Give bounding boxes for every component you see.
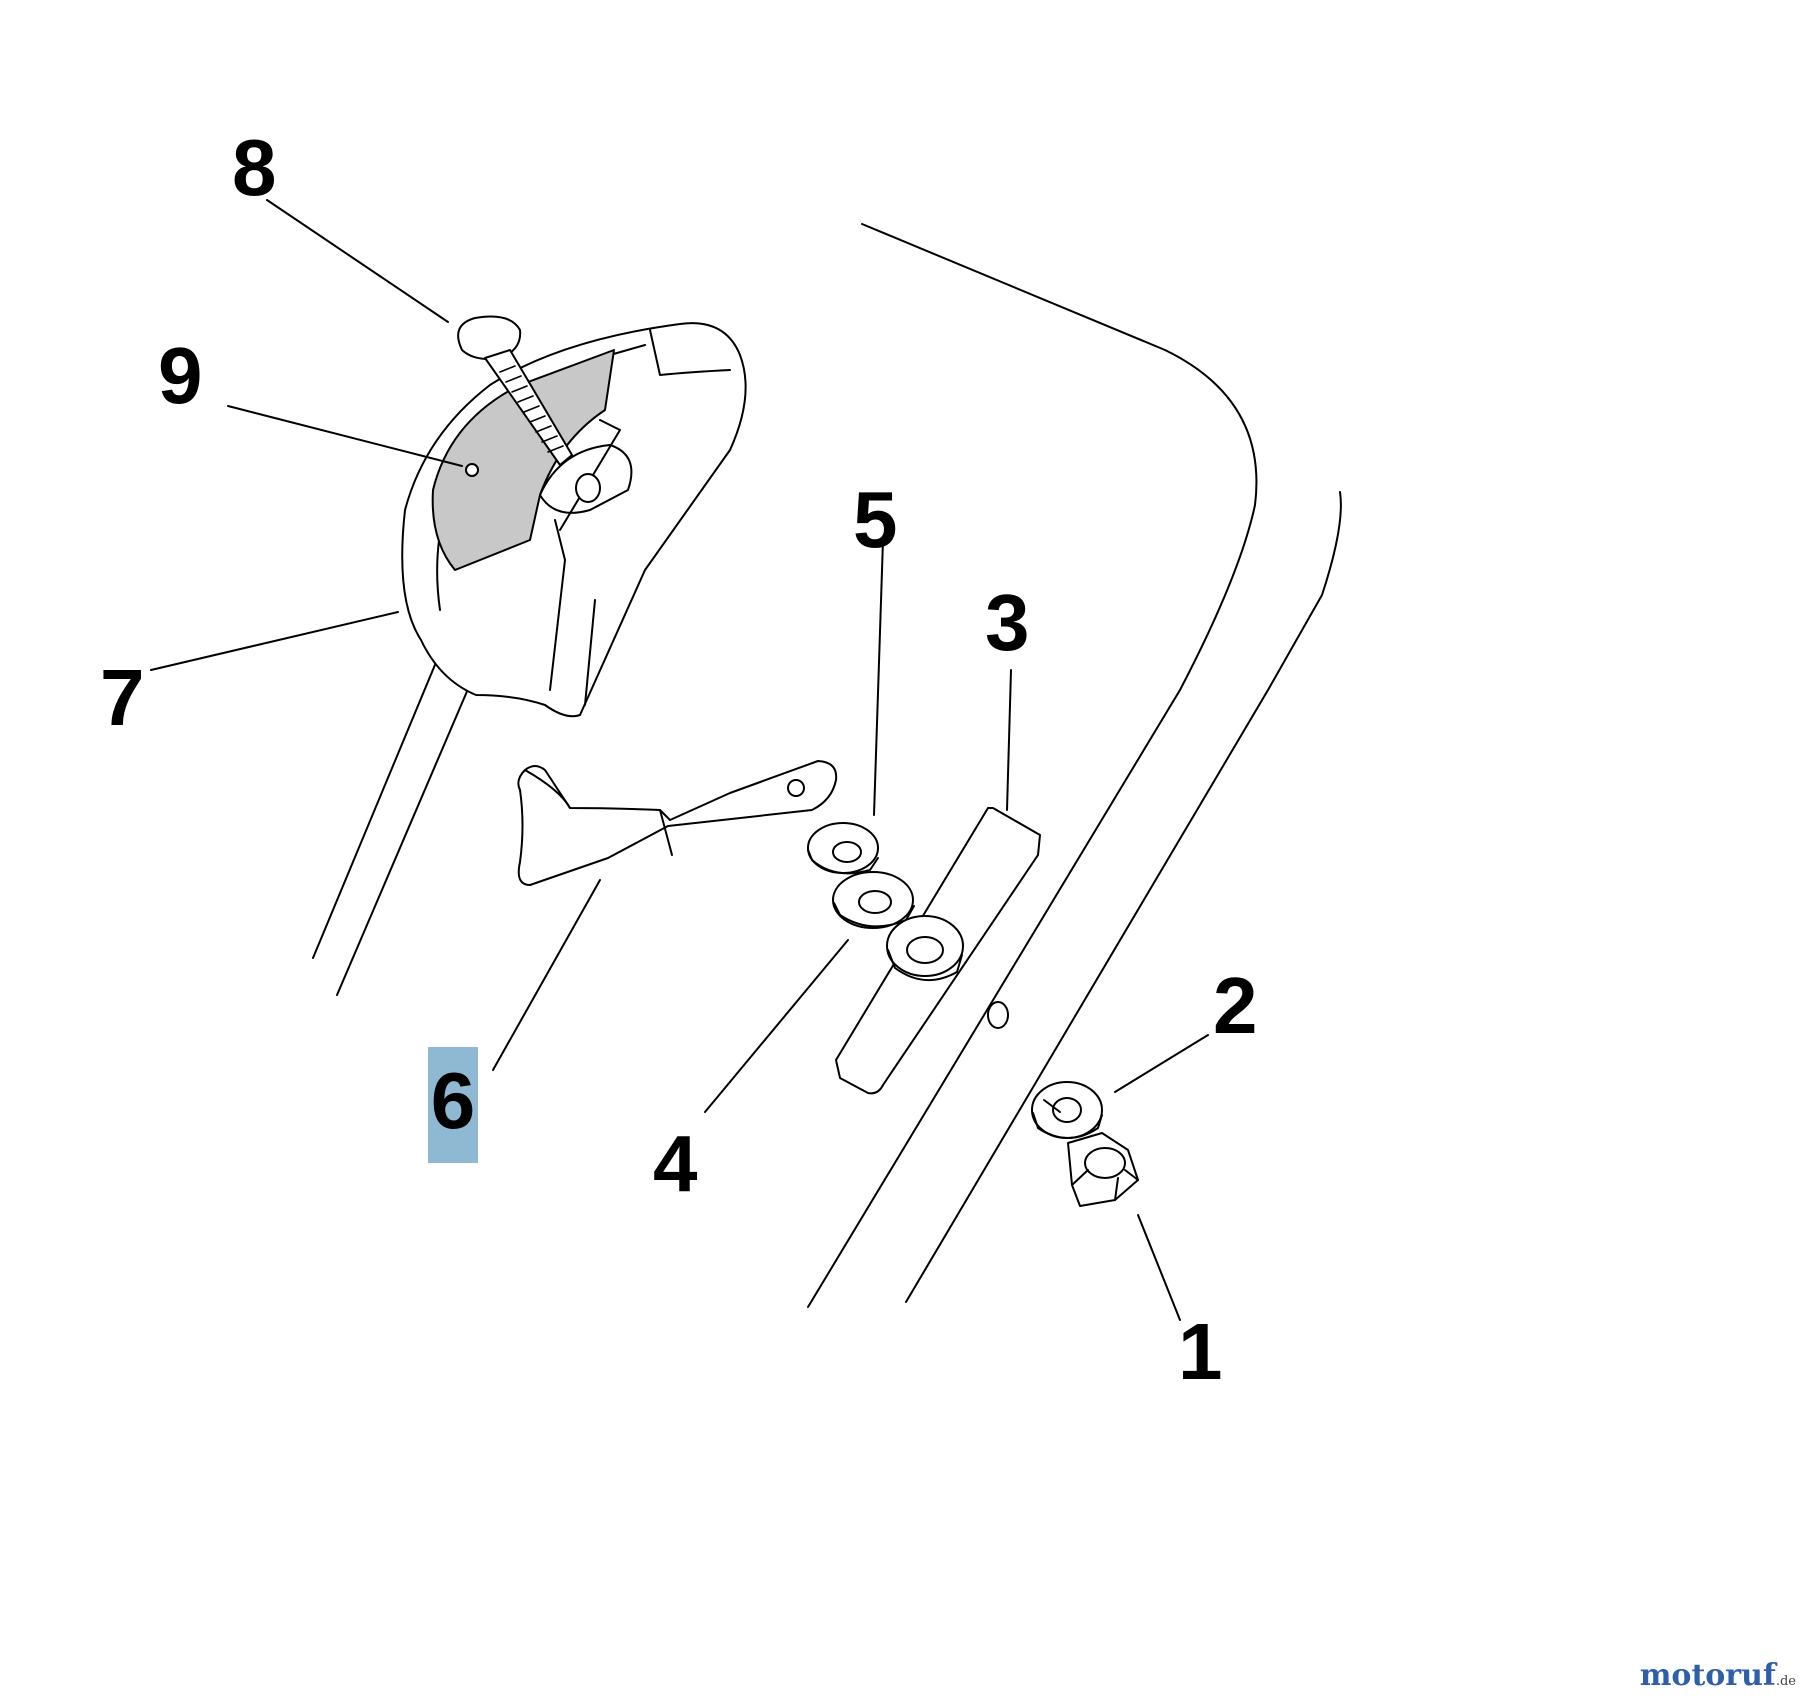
lever-hole xyxy=(787,779,805,797)
frame-hole xyxy=(987,1001,1009,1029)
brand-name: motoruf xyxy=(1639,1658,1776,1693)
leader-7 xyxy=(150,611,399,671)
part-label-3[interactable]: 3 xyxy=(985,578,1030,667)
washer-5-hole xyxy=(832,841,862,863)
indicator-plate xyxy=(431,349,615,571)
brand-tld: .de xyxy=(1775,1674,1796,1689)
leader-8 xyxy=(266,199,449,323)
plate-dot xyxy=(465,463,479,477)
lever-bend xyxy=(524,769,571,809)
part-label-9[interactable]: 9 xyxy=(158,331,203,420)
bolt-shank xyxy=(484,349,573,466)
part-label-8[interactable]: 8 xyxy=(232,123,277,212)
frame-tube-outer xyxy=(807,223,1258,1308)
leader-2 xyxy=(1114,1034,1209,1093)
lever-collar xyxy=(659,809,673,856)
part-label-2[interactable]: 2 xyxy=(1213,961,1258,1050)
part-label-5[interactable]: 5 xyxy=(853,475,898,564)
housing-rim xyxy=(649,329,731,376)
housing-ridge-2 xyxy=(584,599,596,706)
leader-9 xyxy=(227,405,463,467)
control-cable-2 xyxy=(336,674,475,996)
throttle-lever xyxy=(517,760,838,886)
lock-washer-hole xyxy=(1052,1097,1082,1123)
control-cable xyxy=(312,659,438,959)
part-label-1[interactable]: 1 xyxy=(1178,1307,1223,1396)
leader-5 xyxy=(873,539,884,816)
housing-ridge xyxy=(549,519,566,691)
frame-tube-inner xyxy=(905,491,1342,1303)
part-label-7[interactable]: 7 xyxy=(100,653,145,742)
housing-hole xyxy=(575,473,601,503)
bolt-threads xyxy=(499,365,564,453)
bushing-hole xyxy=(906,936,944,964)
washer-4-hole xyxy=(858,890,892,914)
leader-6 xyxy=(492,879,601,1071)
hex-nut-hole xyxy=(1084,1147,1126,1179)
brand-watermark: motoruf.de xyxy=(1640,1658,1796,1693)
leader-3 xyxy=(1006,669,1012,811)
part-label-4[interactable]: 4 xyxy=(653,1119,698,1208)
part-label-6-highlighted[interactable]: 6 xyxy=(428,1047,478,1163)
leader-1 xyxy=(1137,1214,1181,1321)
leader-4 xyxy=(704,939,849,1113)
